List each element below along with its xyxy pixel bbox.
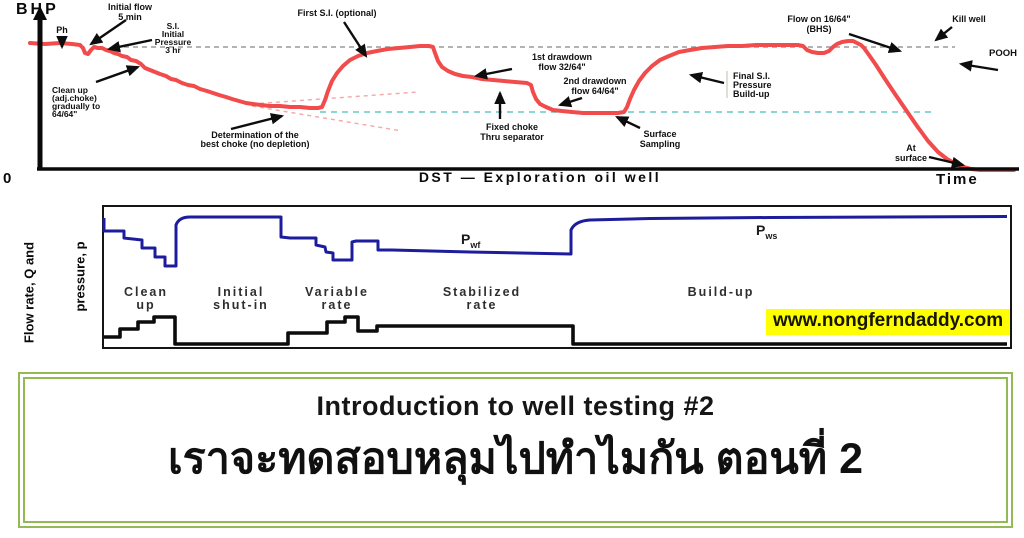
clean-up-label-1: Clean up xyxy=(52,85,88,95)
ph-label: Ph xyxy=(56,25,68,35)
phase-clean-up: Clean up xyxy=(123,285,169,312)
surface-sampling-arrow xyxy=(615,115,641,130)
si-initial-label-1: S.I. xyxy=(167,21,180,31)
surface-sampling-label-2: Sampling xyxy=(640,139,681,149)
x-axis-label: Time xyxy=(936,171,979,188)
extrapolation-dashed-line-lower xyxy=(251,105,403,132)
si-initial-label-4: 3 hr xyxy=(165,45,181,55)
flow-on-label-2: (BHS) xyxy=(807,24,832,34)
watermark-url: www.nongferndaddy.com xyxy=(766,309,1011,335)
pws-label: Pws xyxy=(756,222,778,241)
first-si-label: First S.I. (optional) xyxy=(298,8,377,18)
dst-pressure-chart: BHP 0 Time DST — Exploration oil well Ph xyxy=(3,1,1019,188)
kill-well-arrow xyxy=(934,26,953,42)
initial-flow-label-2: 5 min xyxy=(118,12,142,22)
extrapolation-dashed-line-upper xyxy=(251,91,419,105)
flow-on-arrow xyxy=(848,32,903,53)
bhp-pressure-curve xyxy=(28,39,1016,172)
flow-rate-curve xyxy=(104,315,1007,346)
fixed-choke-label-2: Thru separator xyxy=(480,132,544,142)
pwf-label: Pwf xyxy=(461,231,481,250)
phase-build-up: Build-up xyxy=(687,285,755,299)
clean-up-label-4: 64/64" xyxy=(52,109,77,119)
origin-label: 0 xyxy=(3,170,11,187)
banner-subtitle-thai: เราจะทดสอบหลุมไปทำไมกัน ตอนที่ 2 xyxy=(167,435,863,483)
rate-pressure-chart: Flow rate, Q and pressure, p Clean up In… xyxy=(0,195,1024,360)
final-si-arrow xyxy=(688,72,725,85)
si-initial-arrow xyxy=(106,38,153,53)
phase-variable-rate: Variable rate xyxy=(305,285,369,312)
final-si-label-2: Pressure xyxy=(733,80,772,90)
title-banner: Introduction to well testing #2 เราจะทดส… xyxy=(18,372,1013,528)
determination-arrow xyxy=(230,113,285,131)
determination-label-2: best choke (no depletion) xyxy=(200,139,309,149)
drawdown2-label-1: 2nd drawdown xyxy=(564,76,627,86)
kill-well-label: Kill well xyxy=(952,14,986,24)
chart-caption: DST — Exploration oil well xyxy=(419,169,661,185)
fixed-choke-label-1: Fixed choke xyxy=(486,122,538,132)
surface-sampling-label-1: Surface xyxy=(643,129,676,139)
drawdown1-arrow xyxy=(473,67,513,80)
at-surface-arrow xyxy=(928,155,966,169)
drawdown2-label-2: flow 64/64" xyxy=(571,86,618,96)
drawdown1-label-1: 1st drawdown xyxy=(532,52,592,62)
initial-flow-arrow xyxy=(89,19,127,46)
clean-up-label-2: (adj.choke) xyxy=(52,93,97,103)
final-si-label-3: Build-up xyxy=(733,89,770,99)
rate-pressure-curves xyxy=(102,215,1008,346)
final-si-label-1: Final S.I. xyxy=(733,71,770,81)
y-axis-arrowhead xyxy=(33,6,47,20)
banner-title: Introduction to well testing #2 xyxy=(316,391,715,421)
phase-stabilized-rate: Stabilized rate xyxy=(442,285,522,312)
y-axis-label: BHP xyxy=(16,1,59,18)
pooh-arrow xyxy=(958,60,999,72)
pooh-label: POOH xyxy=(989,48,1017,59)
flow-on-label-1: Flow on 16/64" xyxy=(787,14,850,24)
at-surface-label-1: At xyxy=(906,143,916,153)
drawdown1-label-2: flow 32/64" xyxy=(538,62,585,72)
determination-label-1: Determination of the xyxy=(211,130,299,140)
clean-up-arrow xyxy=(95,65,141,84)
annotations: Ph Initial flow 5 min S.I. Initial Press… xyxy=(52,2,1017,163)
si-initial-label-3: Pressure xyxy=(155,37,192,47)
at-surface-label-2: surface xyxy=(895,153,927,163)
si-initial-label-2: Initial xyxy=(162,29,184,39)
phase-initial-shut-in: Initial shut-in xyxy=(213,285,269,312)
pwf-pressure-curve xyxy=(102,215,1008,268)
first-si-arrow xyxy=(342,21,368,58)
annotation-arrows xyxy=(56,19,999,169)
drawdown2-arrow xyxy=(557,96,583,108)
initial-flow-label-1: Initial flow xyxy=(108,2,153,12)
clean-up-label-3: gradually to xyxy=(52,101,100,111)
